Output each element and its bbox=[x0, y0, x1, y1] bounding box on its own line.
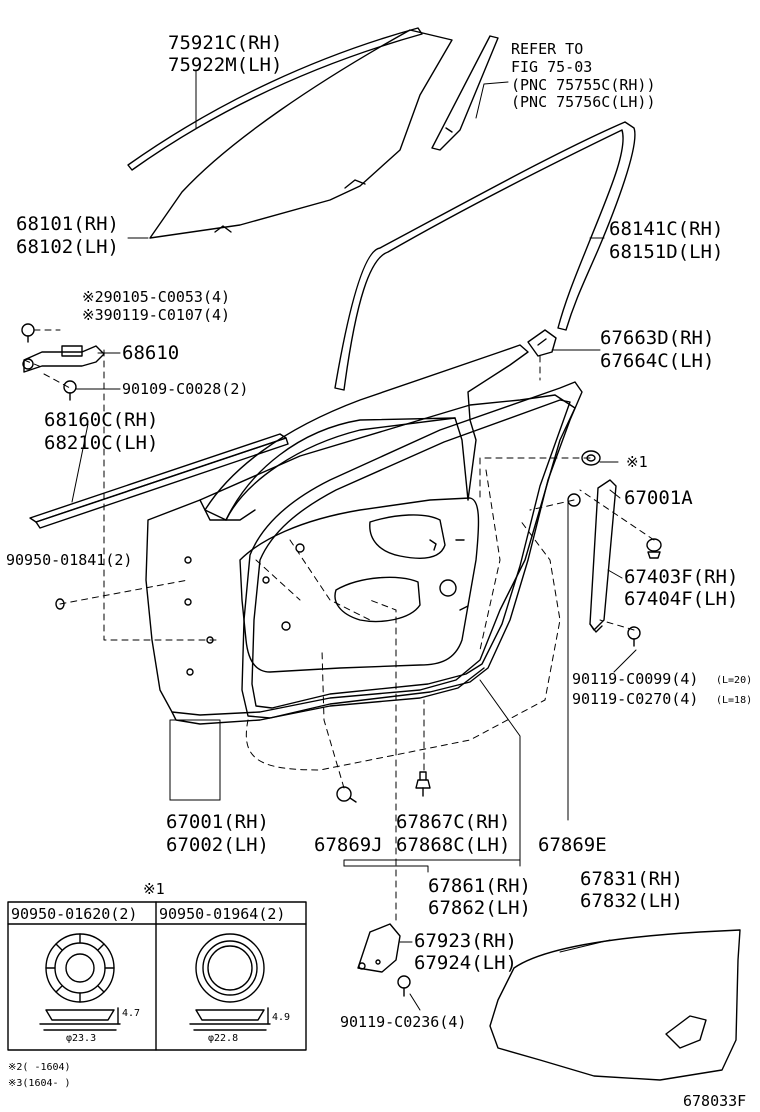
label-90119-c0270: 90119-C0270(4) bbox=[572, 690, 699, 708]
label-90119-c0236: 90119-C0236(4) bbox=[340, 1013, 467, 1031]
dim-right-diameter: φ22.8 bbox=[208, 1033, 239, 1044]
service-hole-cover bbox=[489, 929, 741, 1081]
label-90109-c0028: 90109-C0028(2) bbox=[122, 380, 249, 398]
label-67001a: 67001A bbox=[624, 487, 693, 509]
rear-lower-channel bbox=[589, 479, 617, 633]
door-weatherstrip bbox=[241, 381, 583, 719]
label-67924: 67924(LH) bbox=[414, 952, 517, 974]
dim-left-diameter: φ23.3 bbox=[66, 1033, 97, 1044]
label-refer-to: REFER TO bbox=[511, 40, 584, 58]
label-mark1-right: ※1 bbox=[626, 453, 648, 471]
label-67404f: 67404F(LH) bbox=[624, 588, 739, 610]
lower-sash-bracket bbox=[527, 329, 557, 357]
note-mark2: ※2( -1604) bbox=[8, 1062, 71, 1073]
label-67862: 67862(LH) bbox=[428, 897, 531, 919]
label-90119-c0099: 90119-C0099(4) bbox=[572, 670, 699, 688]
screw-90105 bbox=[21, 323, 35, 343]
label-67831: 67831(RH) bbox=[580, 868, 683, 890]
label-68151d: 68151D(LH) bbox=[609, 241, 724, 263]
label-67002: 67002(LH) bbox=[166, 834, 269, 856]
box-right-header: 90950-01964(2) bbox=[159, 905, 286, 923]
label-67867c: 67867C(RH) bbox=[396, 811, 511, 833]
bracket-67923 bbox=[357, 923, 401, 973]
label-90105-c0053: ※290105-C0053(4) bbox=[82, 288, 231, 306]
label-67923: 67923(RH) bbox=[414, 930, 517, 952]
grommet-01964-drawing bbox=[189, 933, 271, 1031]
label-68141c: 68141C(RH) bbox=[609, 218, 724, 240]
dim-left-height: 4.7 bbox=[122, 1008, 141, 1019]
label-67664c: 67664C(LH) bbox=[600, 350, 715, 372]
label-67832: 67832(LH) bbox=[580, 890, 683, 912]
label-90950-01841: 90950-01841(2) bbox=[6, 551, 133, 569]
screw-90119-c0099 bbox=[627, 626, 641, 647]
grommet-01620-drawing bbox=[39, 933, 121, 1031]
label-68160c: 68160C(RH) bbox=[44, 409, 159, 431]
label-68102: 68102(LH) bbox=[16, 236, 119, 258]
label-90119-c0099-length: (L=20) bbox=[716, 675, 753, 686]
label-67861: 67861(RH) bbox=[428, 875, 531, 897]
belt-moulding-outer bbox=[29, 433, 289, 529]
label-67868c: 67868C(LH) bbox=[396, 834, 511, 856]
dashed-assembly-lines bbox=[23, 329, 655, 921]
label-67663d: 67663D(RH) bbox=[600, 327, 715, 349]
clip-67001a bbox=[646, 538, 662, 559]
label-67403f: 67403F(RH) bbox=[624, 566, 739, 588]
glass-run-upper bbox=[334, 121, 636, 391]
label-75922m: 75922M(LH) bbox=[168, 54, 283, 76]
box-left-header: 90950-01620(2) bbox=[11, 905, 138, 923]
label-pnc-75756c: (PNC 75756C(LH)) bbox=[511, 93, 656, 111]
label-90119-c0270-length: (L=18) bbox=[716, 695, 753, 706]
screw-67869j bbox=[336, 786, 357, 803]
front-pillar-garnish bbox=[431, 35, 499, 151]
label-pnc-75755c: (PNC 75755C(RH)) bbox=[511, 76, 656, 94]
clip-67867c bbox=[415, 771, 431, 797]
leader-lines bbox=[71, 69, 637, 1011]
plug-90950-01841 bbox=[55, 598, 65, 610]
dim-right-height: 4.9 bbox=[272, 1012, 291, 1023]
label-fig-75-03: FIG 75-03 bbox=[511, 58, 593, 76]
label-67869j: 67869J bbox=[314, 834, 383, 856]
label-68101: 68101(RH) bbox=[16, 213, 119, 235]
label-67001: 67001(RH) bbox=[166, 811, 269, 833]
grommet-detail-box bbox=[7, 901, 307, 1051]
label-mark1-box: ※1 bbox=[143, 880, 165, 898]
glass-run-channel-top bbox=[127, 27, 423, 171]
label-68610: 68610 bbox=[122, 342, 180, 364]
hinge-68610 bbox=[22, 345, 105, 373]
figure-id: 678033F bbox=[683, 1092, 747, 1110]
label-90119-c0107: ※390119-C0107(4) bbox=[82, 306, 231, 324]
screw-90109 bbox=[63, 380, 77, 401]
label-68210c: 68210C(LH) bbox=[44, 432, 159, 454]
label-67869e: 67869E bbox=[538, 834, 607, 856]
label-75921c: 75921C(RH) bbox=[168, 32, 283, 54]
door-shell-panel bbox=[145, 344, 576, 725]
note-mark3: ※3(1604- ) bbox=[8, 1078, 71, 1089]
screw-90119-c0236 bbox=[397, 975, 411, 997]
door-window-glass bbox=[149, 29, 453, 239]
